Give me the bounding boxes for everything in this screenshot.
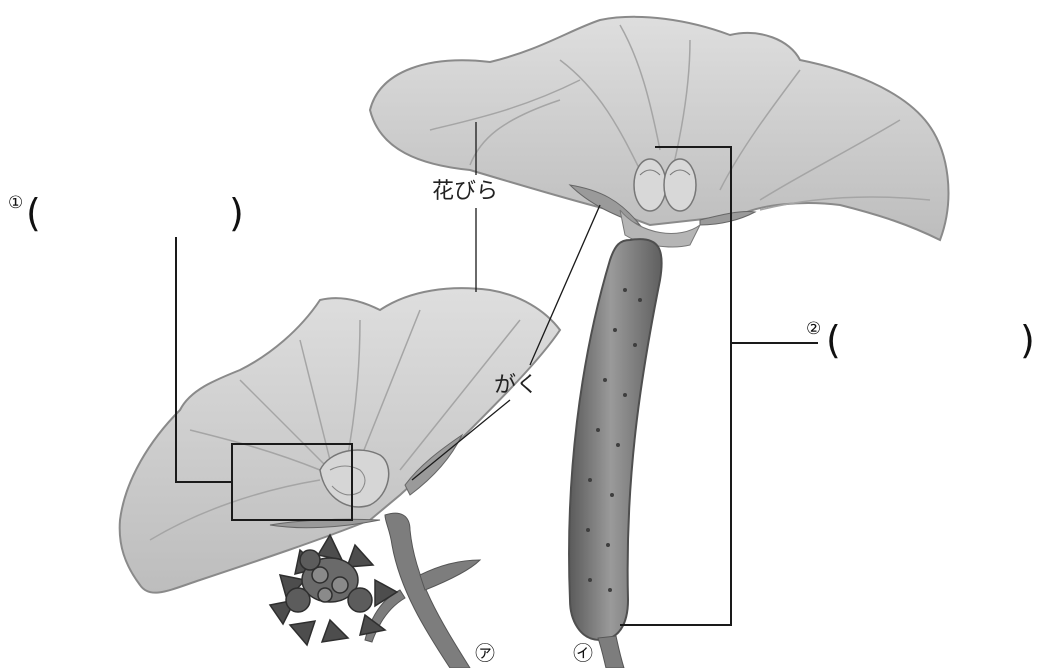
answer-blank-2[interactable]: ② ( ) — [806, 318, 1035, 362]
blank-1-open-paren: ( — [26, 191, 41, 235]
label-sepal: がく — [494, 373, 538, 398]
answer-blank-1[interactable]: ① ( ) — [8, 191, 244, 235]
label-petal: 花びら — [432, 179, 498, 204]
flower-a-bud-cluster — [270, 535, 397, 645]
blank-1-close-paren: ) — [229, 191, 244, 235]
flower-i-marker: ㋑ — [573, 641, 593, 665]
blank-2-close-paren: ) — [1020, 318, 1035, 362]
blank-2-number: ② — [806, 319, 821, 339]
blank-2-open-paren: ( — [826, 318, 841, 362]
blank-1-number: ① — [8, 193, 23, 213]
flower-i-ovary — [569, 239, 662, 640]
flower-i-stem — [598, 636, 624, 668]
flower-a — [120, 288, 560, 668]
flower-a-petals — [120, 288, 560, 592]
flower-a-marker: ㋐ — [475, 641, 495, 665]
flower-a-stem — [385, 513, 470, 668]
